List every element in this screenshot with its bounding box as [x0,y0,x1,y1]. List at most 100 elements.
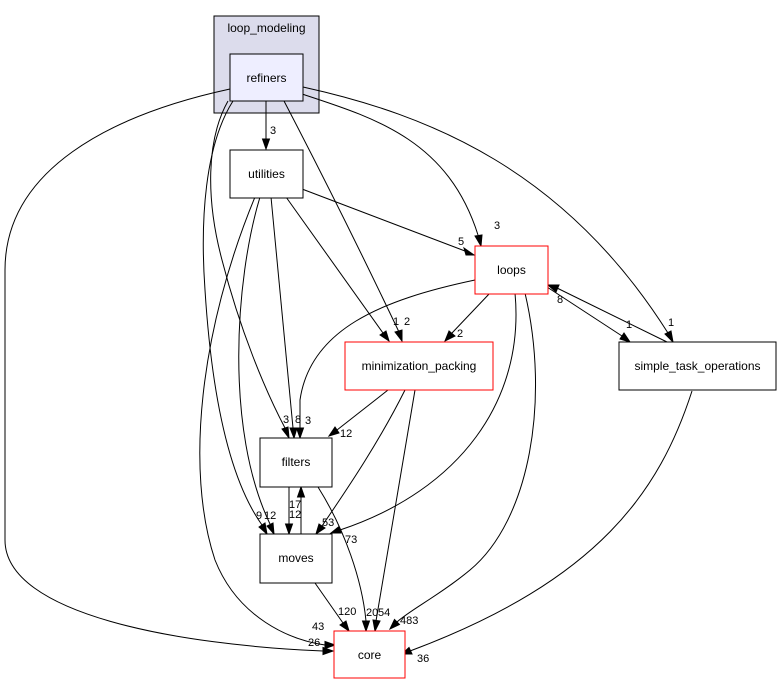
edge-arrowhead [327,426,340,437]
edge-arrowhead [295,427,305,440]
edge-arrowhead [261,138,271,151]
node-label: utilities [248,167,285,181]
edge-label: 3 [494,220,500,232]
node-box [229,149,304,199]
edge-arrowhead [388,618,401,631]
edge-label: 483 [400,615,418,627]
edge-refiners-loops: 3 [301,93,500,248]
edge-utilities-filters: 8 [270,196,301,440]
edge-utilities-core: 43 [199,196,337,650]
edge-line [270,196,294,429]
edge-line [396,292,537,623]
cluster-label: loop_modeling [227,21,305,35]
edge-arrowhead [546,284,560,293]
edge-label: 8 [295,414,301,426]
edge-line [4,88,324,652]
edge-line [302,86,669,334]
node-moves[interactable]: moves [259,533,333,584]
edge-line [314,582,344,624]
edge-label: 2 [404,316,410,328]
edge-label: 9 [256,510,262,522]
node-loops[interactable]: loops [474,245,549,295]
edge-arrowhead [463,246,476,256]
node-box [259,533,333,584]
node-refiners[interactable]: refiners [229,53,304,102]
node-label: filters [282,455,311,469]
nodes: refiners utilities loops minimization_pa… [229,53,777,679]
edge-filters-moves: 12 [284,487,301,536]
edge-label: 12 [340,428,352,440]
edge-line [301,188,466,252]
edge-loops-simple: 1 [546,286,632,343]
node-utilities[interactable]: utilities [229,149,304,199]
edge-refiners-utilities: 3 [261,101,276,151]
edge-arrowhead [258,522,268,536]
node-label: moves [278,551,313,565]
edge-filters-core: 20 [317,486,378,633]
edge-arrowhead [361,620,371,633]
edge-label: 17 [289,499,301,511]
edge-arrowhead [329,525,342,534]
node-box [474,245,549,295]
edge-label: 36 [417,653,429,665]
node-minimization-packing[interactable]: minimization_packing [344,341,494,391]
edge-label: 120 [338,606,356,618]
edge-minpack-filters: 12 [327,389,389,440]
edge-label: 3 [305,415,311,427]
edge-loops-moves: 53 [322,292,517,534]
edge-label: 1 [626,319,632,331]
edge-arrowhead [322,646,335,656]
node-label: loops [497,263,526,277]
edge-arrowhead [296,485,306,498]
edge-loops-minpack: 2 [444,292,491,343]
edge-line [202,100,263,526]
edge-simple-loops: 8 [546,284,668,343]
node-label: minimization_packing [362,359,477,373]
edge-line [317,486,367,622]
edge-line [409,390,693,652]
edge-utilities-loops: 5 [301,188,476,256]
edge-line [199,196,326,646]
edge-line [299,279,476,428]
node-box [344,341,494,391]
edge-utilities-moves: 12 [238,196,276,536]
edge-arrowhead [339,620,350,633]
edge-arrowhead [444,330,456,343]
edge-minpack-core: 54 [372,389,416,633]
edge-arrowhead [372,619,381,633]
edge-refiners-simple: 1 [302,86,674,344]
edge-simple-core: 36 [400,390,693,665]
node-label: refiners [246,71,286,85]
edge-label: 3 [283,414,289,426]
edge-arrowhead [289,427,298,440]
edge-label: 5 [458,236,464,248]
edge-line [238,196,271,525]
edge-arrowhead [394,329,403,343]
edge-line [283,100,400,333]
edge-refiners-minpack: 2 [283,100,410,343]
edge-arrowhead [664,330,674,344]
edge-label: 43 [312,621,324,633]
edge-loops-filters: 3 [295,279,476,440]
node-label: core [358,648,382,662]
edge-arrowhead [284,523,294,536]
edge-label: 1 [668,317,674,329]
edge-loops-core: 483 [388,292,537,631]
edge-arrowhead [324,640,337,650]
node-box [259,437,333,488]
edge-label: 3 [270,125,276,137]
edge-line [210,100,286,429]
edge-line [546,286,623,337]
node-filters[interactable]: filters [259,437,333,488]
node-simple-task-operations[interactable]: simple_task_operations [618,341,777,391]
edge-refiners-filters: 3 [210,100,290,440]
edge-utilities-minpack: 1 [285,196,399,343]
node-box [618,341,777,391]
node-core[interactable]: core [333,630,406,679]
edge-arrowhead [474,234,483,248]
edge-line [336,389,389,431]
edge-label: 53 [322,517,334,529]
edges: 3 3 2 1 3 9 [4,86,693,665]
edge-line [339,292,517,531]
